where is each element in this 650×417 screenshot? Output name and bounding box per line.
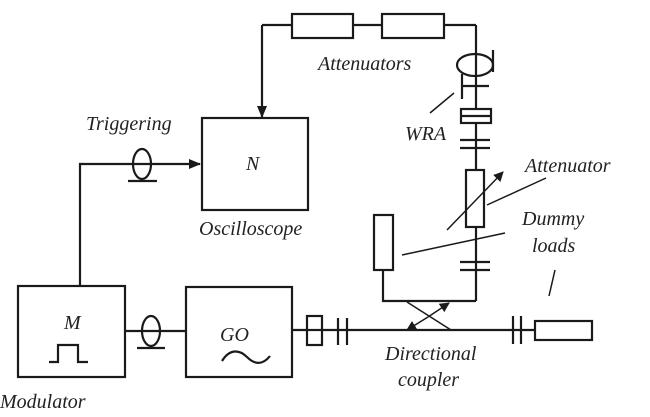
- triggering-coupling-icon: [131, 147, 153, 181]
- attenuator-leader-line: [486, 177, 547, 206]
- triggering-label: Triggering: [86, 113, 172, 135]
- attenuator-box-2: [380, 12, 446, 40]
- directional-coupler-label-line1: Directional: [384, 343, 477, 365]
- variable-attenuator-arrow-icon: [446, 171, 504, 231]
- generator-symbol: GO: [220, 324, 249, 346]
- dummy-loads-label-line2: loads: [532, 235, 576, 257]
- triggering-wire: [78, 159, 201, 286]
- coupler-arrow-up: [427, 302, 450, 318]
- main-waveguide: [292, 314, 594, 347]
- oscilloscope-label: Oscilloscope: [199, 218, 302, 240]
- modulator-symbol: M: [63, 312, 82, 334]
- dummy-loads-leader-2: [548, 269, 556, 297]
- attenuator-label: Attenuator: [523, 155, 611, 177]
- pulse-icon: [49, 343, 88, 364]
- wra-leader-line: [429, 92, 455, 114]
- directional-coupler-icon: [406, 301, 452, 331]
- wra-label: WRA: [405, 123, 447, 145]
- attenuator-box-1: [290, 12, 355, 40]
- coupler-arrow-down: [406, 316, 429, 331]
- oscilloscope-symbol: N: [245, 153, 261, 175]
- vertical-waveguide: [446, 25, 504, 301]
- dummy-load-box-1: [372, 213, 395, 272]
- dummy-load-box-2: [533, 319, 594, 342]
- modulator-box: [16, 284, 127, 379]
- dummy-loads-leader-1: [401, 232, 506, 256]
- sine-wave-icon: [221, 350, 271, 364]
- modulator-label: Modulator: [0, 391, 86, 413]
- directional-coupler-label-line2: coupler: [398, 369, 459, 391]
- dummy-loads-label-line1: Dummy: [521, 208, 584, 230]
- modulator-coupling-icon: [140, 314, 162, 348]
- generator-box: [184, 285, 294, 379]
- oscilloscope-box: [200, 116, 310, 212]
- attenuators-chain: [257, 12, 476, 118]
- attenuators-label: Attenuators: [316, 53, 412, 75]
- variable-attenuator-box: [464, 168, 486, 229]
- coupler-arm-wire: [381, 270, 476, 303]
